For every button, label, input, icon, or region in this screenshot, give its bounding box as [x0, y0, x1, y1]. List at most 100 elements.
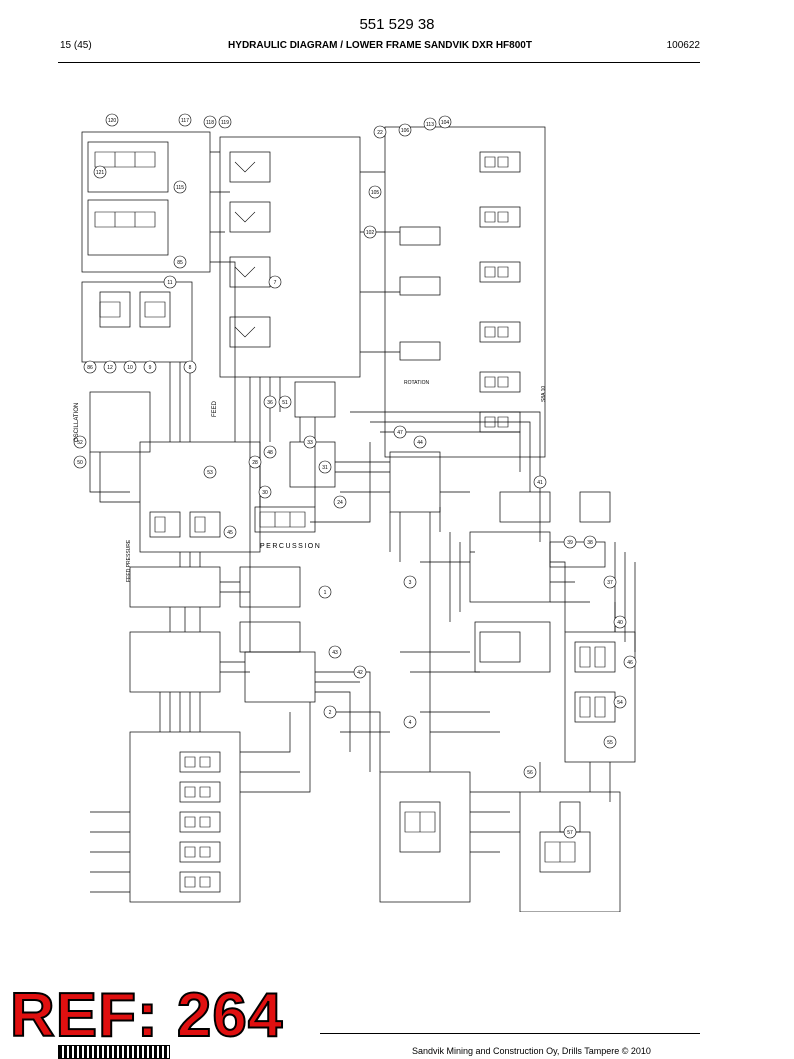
- callout-label: 57: [567, 830, 573, 836]
- callout-label: 24: [337, 500, 343, 506]
- callout-circle: [413, 435, 427, 449]
- callout-circle: [623, 655, 637, 669]
- callout-label: 43: [332, 650, 338, 656]
- callout-circle: [223, 525, 237, 539]
- callout-label: 12: [107, 365, 113, 371]
- callout-label: 115: [176, 185, 184, 191]
- callout-circle: [248, 455, 262, 469]
- callout-label: 44: [417, 440, 423, 446]
- callout-circle: [613, 615, 627, 629]
- callout-circle: [218, 115, 232, 129]
- callout-circle: [103, 360, 117, 374]
- callout-circle: [563, 825, 577, 839]
- label-s8a: S8A 10: [541, 386, 547, 402]
- callout-label: 11: [167, 280, 172, 286]
- diagram-block-valve-center: [219, 136, 361, 378]
- diagram-block-valve-left-top: [81, 131, 211, 273]
- callout-circle: [403, 715, 417, 729]
- reference-stamp: REF: 264: [9, 981, 284, 1050]
- callout-label: 39: [567, 540, 573, 546]
- callout-label: 36: [267, 400, 273, 406]
- callout-label: 119: [221, 120, 229, 126]
- callout-label: 113: [426, 122, 434, 128]
- callout-circle: [368, 185, 382, 199]
- callout-circle: [318, 585, 332, 599]
- callout-circle: [613, 695, 627, 709]
- callout-label: 117: [181, 118, 189, 124]
- footer-copyright: Sandvik Mining and Construction Oy, Dril…: [412, 1046, 651, 1056]
- document-number: 551 529 38: [359, 16, 435, 33]
- callout-circle: [83, 360, 97, 374]
- callout-circle: [258, 485, 272, 499]
- callout-circle: [143, 360, 157, 374]
- callout-label: 55: [607, 740, 613, 746]
- callout-label: 40: [617, 620, 623, 626]
- callout-circle: [303, 435, 317, 449]
- callout-label: 37: [607, 580, 613, 586]
- callout-circle: [123, 360, 137, 374]
- callout-circle: [278, 395, 292, 409]
- callout-label: 86: [87, 365, 93, 371]
- callout-label: 85: [177, 260, 183, 266]
- callout-circle: [263, 445, 277, 459]
- diagram-block-bottom-center: [379, 771, 471, 903]
- callout-circle: [423, 117, 437, 131]
- page-title: HYDRAULIC DIAGRAM / LOWER FRAME SANDVIK …: [228, 40, 532, 51]
- callout-circle: [438, 115, 452, 129]
- callout-label: 46: [627, 660, 633, 666]
- callout-circle: [323, 705, 337, 719]
- callout-circle: [393, 425, 407, 439]
- callout-circle: [403, 575, 417, 589]
- callout-circle: [178, 113, 192, 127]
- callout-label: 33: [307, 440, 313, 446]
- callout-circle: [563, 535, 577, 549]
- callout-circle: [328, 645, 342, 659]
- diagram-block-oscillation: [81, 281, 193, 363]
- label-feed-pressure: FEED PRESSURE: [126, 539, 132, 582]
- callout-circle: [583, 535, 597, 549]
- callout-circle: [363, 225, 377, 239]
- callout-circle: [93, 165, 107, 179]
- callout-label: 4: [409, 720, 412, 726]
- callout-label: 121: [96, 170, 105, 176]
- diagram-block-valve-right: [384, 126, 546, 458]
- callout-circle: [268, 275, 282, 289]
- callout-label: 28: [252, 460, 258, 466]
- callout-label: 47: [397, 430, 403, 436]
- header-divider: [58, 62, 700, 63]
- revision-code: 100622: [666, 40, 700, 51]
- page-header: 15 (45) HYDRAULIC DIAGRAM / LOWER FRAME …: [60, 40, 700, 56]
- callout-label: 3: [409, 580, 412, 586]
- callout-circle: [203, 115, 217, 129]
- footer-divider: [320, 1033, 700, 1034]
- callout-label: 8: [189, 365, 192, 371]
- callout-circle: [603, 575, 617, 589]
- callout-label: 120: [108, 118, 117, 124]
- callout-circle: [173, 180, 187, 194]
- callout-label: 42: [357, 670, 363, 676]
- label-rotation: ROTATION: [404, 380, 429, 386]
- label-oscillation: OSCILLATION: [74, 403, 80, 442]
- callout-circle: [333, 495, 347, 509]
- callout-label: 48: [267, 450, 273, 456]
- diagram-block-right-panel: [564, 631, 636, 763]
- callout-circle: [73, 435, 87, 449]
- callout-label: 52: [77, 440, 83, 446]
- callout-label: 2: [329, 710, 332, 716]
- label-feed: FEED: [212, 400, 218, 417]
- callout-label: 1: [324, 590, 327, 596]
- callout-label: 38: [587, 540, 593, 546]
- callout-circle: [105, 113, 119, 127]
- diagram-block-feed-pressure: [139, 441, 261, 553]
- callout-label: 41: [537, 480, 543, 486]
- callout-circle: [263, 395, 277, 409]
- callout-circle: [398, 123, 412, 137]
- callout-label: 51: [282, 400, 288, 406]
- page-number: 15 (45): [60, 40, 92, 51]
- callout-circle: [163, 275, 177, 289]
- callout-label: 45: [227, 530, 233, 536]
- callout-label: 31: [322, 465, 328, 471]
- callout-label: 7: [274, 280, 277, 286]
